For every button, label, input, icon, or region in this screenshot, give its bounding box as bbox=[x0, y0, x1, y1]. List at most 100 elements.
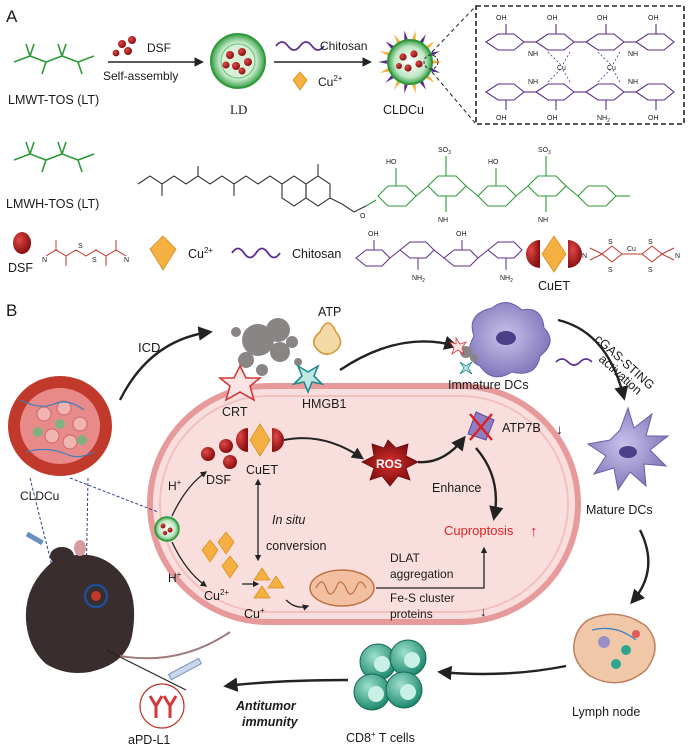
cldcu-spike bbox=[411, 30, 416, 41]
svg-text:O: O bbox=[360, 213, 366, 220]
arrow-cuet-ros bbox=[283, 437, 364, 460]
svg-text:OH: OH bbox=[648, 15, 659, 22]
mouse-icon bbox=[25, 531, 231, 673]
dlat-label-1: DLAT bbox=[390, 551, 420, 565]
arrow-lymph-tcell bbox=[437, 664, 567, 681]
panel-b: B CLDCu bbox=[6, 301, 670, 747]
immature-dc-icon bbox=[449, 302, 551, 378]
atp7b-down-arrow: ↓ bbox=[556, 421, 563, 437]
svg-text:OH: OH bbox=[597, 15, 608, 22]
atp-icon bbox=[312, 322, 342, 356]
antitumor-label-2: immunity bbox=[242, 715, 299, 729]
svg-text:NH2: NH2 bbox=[597, 115, 610, 124]
ros-burst-icon bbox=[361, 439, 419, 487]
svg-text:HO: HO bbox=[386, 159, 397, 166]
zoom-circle bbox=[423, 54, 439, 70]
crt-icon bbox=[217, 364, 263, 402]
arrow-cu1-mito bbox=[285, 599, 310, 611]
mitochondrion-icon bbox=[309, 569, 375, 607]
arrow-dc-maturation bbox=[557, 318, 629, 401]
enhance-label: Enhance bbox=[432, 481, 481, 495]
svg-text:OH: OH bbox=[456, 231, 467, 238]
svg-text:S: S bbox=[648, 267, 653, 274]
fes-label-2: proteins bbox=[390, 607, 433, 621]
svg-text:N: N bbox=[582, 253, 587, 260]
svg-text:NH: NH bbox=[438, 217, 448, 224]
tumor-tissue-icon bbox=[8, 376, 112, 476]
svg-text:SO3: SO3 bbox=[538, 147, 551, 156]
cldcu-nanoparticle-icon bbox=[378, 30, 442, 94]
apd-l1-icon bbox=[139, 657, 203, 729]
chitosan-wave-icon bbox=[275, 41, 325, 51]
legend-dsf-label: DSF bbox=[8, 261, 33, 275]
lymph-node-label: Lymph node bbox=[572, 705, 640, 719]
cldcu-label: CLDCu bbox=[383, 103, 424, 117]
legend-cuet-icon bbox=[526, 235, 582, 273]
chitosan-structure bbox=[355, 240, 523, 270]
cldcu-b-label: CLDCu bbox=[20, 489, 59, 503]
fes-label-1: Fe-S cluster bbox=[390, 591, 455, 605]
svg-text:S: S bbox=[92, 257, 97, 264]
atp7b-label: ATP7B bbox=[502, 421, 541, 435]
svg-text:S: S bbox=[608, 267, 613, 274]
svg-text:NH2: NH2 bbox=[500, 275, 513, 284]
dlat-label-2: aggregation bbox=[390, 567, 453, 581]
lymph-node-icon bbox=[573, 613, 656, 684]
ld-label: LD bbox=[230, 102, 247, 117]
svg-text:N: N bbox=[124, 257, 129, 264]
svg-text:NH: NH bbox=[628, 79, 638, 86]
panel-a: A LMWT-TOS (LT) DSF Self-assembly bbox=[6, 5, 685, 293]
legend-chitosan-icon bbox=[231, 247, 281, 259]
dsf-balls-icon bbox=[201, 439, 237, 469]
ros-label: ROS bbox=[376, 457, 402, 471]
antitumor-label-1: Antitumor bbox=[235, 699, 297, 713]
cd8-label: CD8+ T cells bbox=[346, 730, 415, 745]
crt-label: CRT bbox=[222, 405, 248, 419]
svg-text:S: S bbox=[648, 239, 653, 246]
atp-label: ATP bbox=[318, 305, 341, 319]
atp7b-icon bbox=[467, 411, 495, 441]
mature-dcs-label: Mature DCs bbox=[586, 503, 653, 517]
icd-label: ICD bbox=[138, 340, 160, 355]
legend-cuet-label: CuET bbox=[538, 279, 570, 293]
svg-text:N: N bbox=[675, 253, 680, 260]
zoom-line-top bbox=[431, 5, 477, 53]
dsf-dots-icon bbox=[112, 36, 136, 57]
cu2-b-label: Cu2+ bbox=[204, 588, 229, 603]
arrow-to-dsf bbox=[171, 471, 208, 517]
cldcu-spike bbox=[378, 60, 389, 64]
coordination-bonds bbox=[547, 51, 621, 83]
h-plus-top: H+ bbox=[168, 478, 182, 493]
arrow-damp-dc bbox=[339, 335, 459, 371]
arrow-ros-atp7b bbox=[417, 435, 466, 464]
arrow-dc-lymph bbox=[630, 529, 650, 605]
dying-cell-debris-icon bbox=[231, 318, 302, 376]
ld-nanoparticle-icon bbox=[210, 33, 266, 89]
svg-text:OH: OH bbox=[496, 15, 507, 22]
cuet-b-label: CuET bbox=[246, 463, 278, 477]
zoom-box-labels: OH OH OH OH NH NH NH NH Cu Cu OH OH NH2 … bbox=[496, 15, 659, 124]
cldcu-spike bbox=[429, 51, 441, 57]
lmwh-label: LMWH-TOS (LT) bbox=[6, 197, 99, 211]
cldcu-spike bbox=[404, 30, 409, 41]
panel-a-label: A bbox=[6, 7, 18, 26]
arrow-tcell-immunity bbox=[223, 677, 349, 692]
cuet-structure bbox=[589, 245, 675, 263]
chitosan-cu-network bbox=[485, 24, 675, 110]
cldcu-spike bbox=[429, 67, 441, 73]
cldcu-spike bbox=[394, 80, 401, 90]
cldcu-small-icon bbox=[154, 516, 180, 542]
svg-text:N: N bbox=[42, 257, 47, 264]
immature-dcs-label: Immature DCs bbox=[448, 378, 529, 392]
cuproptosis-up-arrow: ↑ bbox=[530, 523, 538, 540]
h-plus-bottom: H+ bbox=[168, 570, 182, 585]
dsf-structure bbox=[45, 240, 127, 266]
svg-text:NH: NH bbox=[538, 217, 548, 224]
cd8-t-cells-icon bbox=[353, 639, 427, 711]
cldcu-spike bbox=[419, 34, 426, 44]
in-situ-label-2: conversion bbox=[266, 539, 326, 553]
svg-text:Cu: Cu bbox=[557, 65, 566, 72]
svg-text:S: S bbox=[608, 239, 613, 246]
cldcu-spike bbox=[431, 60, 442, 64]
